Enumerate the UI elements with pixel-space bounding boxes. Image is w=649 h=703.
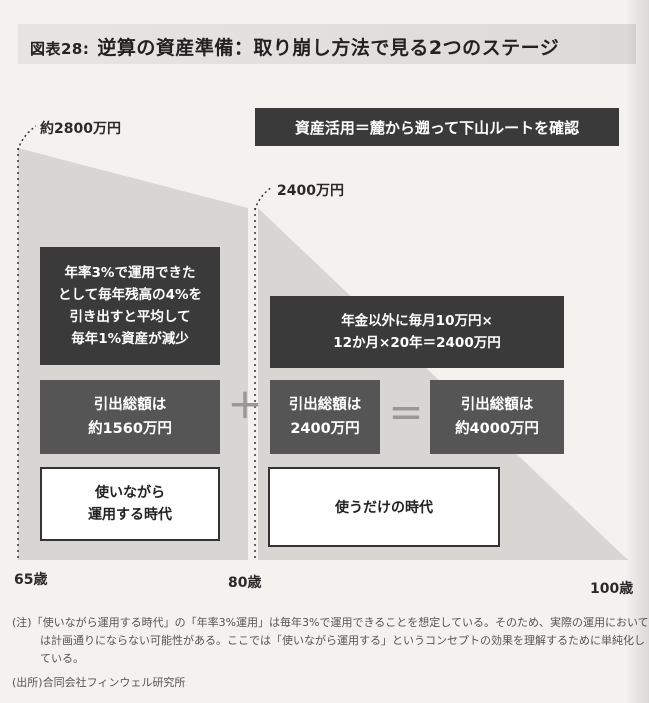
- stage2-explain-box: 年金以外に毎月10万円× 12か月×20年＝2400万円: [270, 296, 564, 368]
- callout-box: 資産活用＝麓から遡って下山ルートを確認: [255, 108, 619, 146]
- stage2-name-box: 使うだけの時代: [268, 467, 500, 547]
- stage1-total-box: 引出総額は 約1560万円: [40, 380, 220, 454]
- figure-title-text: 逆算の資産準備：取り崩し方法で見る2つのステージ: [97, 37, 560, 59]
- peak-label-middle: 2400万円: [277, 183, 344, 199]
- leader-left: [17, 125, 37, 151]
- note-body: 「使いながら運用する時代」の「年率3%運用」は毎年3%で運用できることを想定して…: [31, 616, 649, 665]
- stage1-explain-box: 年率3%で運用できた として毎年残高の4%を 引き出すと平均して 毎年1%資産が…: [40, 247, 220, 365]
- source-text: (出所)合同会社フィンウェル研究所: [12, 674, 185, 692]
- title-bar: [18, 24, 636, 64]
- figure-number: 図表28:: [30, 40, 90, 58]
- age-100-label: 100歳: [590, 581, 634, 597]
- stage2-total-box: 引出総額は 2400万円: [270, 380, 380, 454]
- note-text: (注)「使いながら運用する時代」の「年率3%運用」は毎年3%で運用できることを想…: [12, 614, 649, 668]
- stage1-name-box: 使いながら 運用する時代: [40, 467, 220, 541]
- page-edge-shadow: [625, 0, 649, 703]
- figure-title: 図表28: 逆算の資産準備：取り崩し方法で見る2つのステージ: [30, 33, 559, 60]
- note-prefix: (注): [12, 616, 32, 629]
- age-65-label: 65歳: [14, 572, 48, 588]
- source-body: 合同会社フィンウェル研究所: [42, 676, 186, 689]
- result-total-box: 引出総額は 約4000万円: [430, 380, 564, 454]
- source-prefix: (出所): [12, 676, 43, 689]
- equals-sign: =: [388, 387, 424, 436]
- age-80-label: 80歳: [228, 575, 262, 591]
- peak-label-left: 約2800万円: [40, 121, 121, 137]
- leader-middle: [254, 186, 273, 211]
- plus-sign: +: [227, 379, 263, 428]
